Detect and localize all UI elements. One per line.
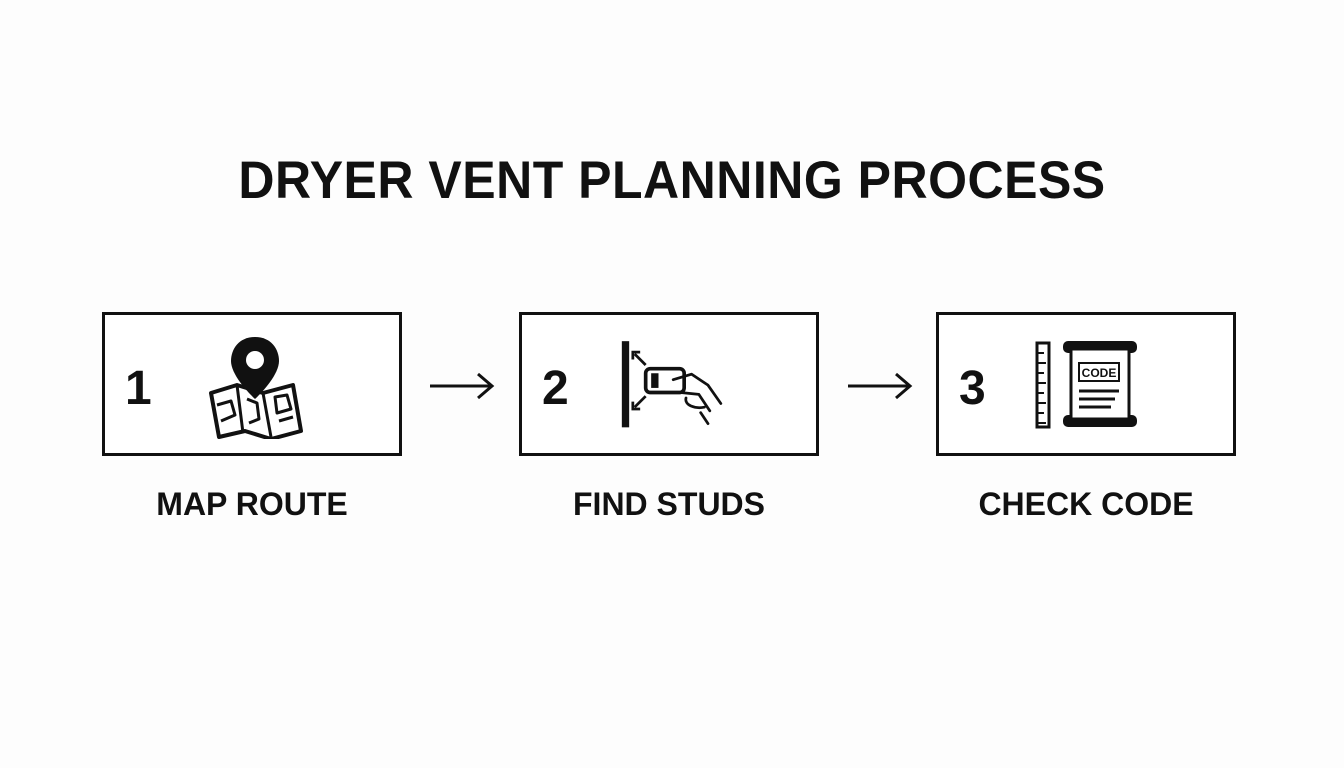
code-icon-text: CODE: [1082, 366, 1117, 380]
step-2-label: FIND STUDS: [573, 486, 765, 522]
step-1-number: 1: [125, 362, 152, 415]
diagram-title: DRYER VENT PLANNING PROCESS: [238, 150, 1106, 210]
step-3-label: CHECK CODE: [978, 486, 1194, 522]
step-3-number: 3: [959, 362, 986, 415]
right-arrow-icon: [430, 372, 495, 400]
step-2-box: 2: [519, 312, 819, 456]
step-1-box: 1: [102, 312, 402, 456]
map-pin-icon: [209, 337, 303, 439]
step-3-box: 3 CODE: [936, 312, 1236, 456]
step-1-label: MAP ROUTE: [156, 486, 348, 522]
stud-finder-icon: [621, 341, 723, 428]
right-arrow-icon: [848, 372, 913, 400]
step-2-number: 2: [542, 362, 569, 415]
code-scroll-icon: CODE: [1035, 341, 1137, 429]
